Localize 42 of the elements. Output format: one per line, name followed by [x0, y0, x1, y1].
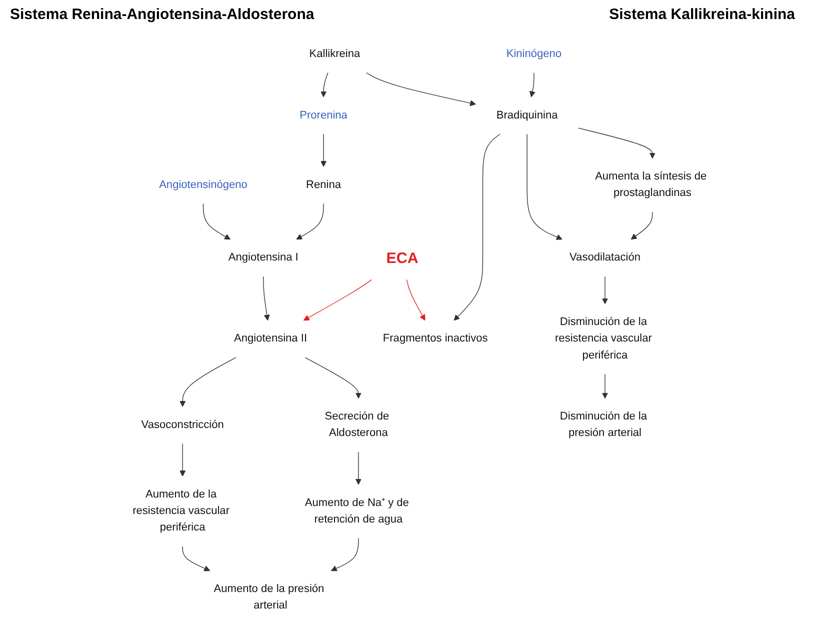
column-heading: Sistema Renina-Angiotensina-Aldosterona [10, 6, 314, 25]
arrow [602, 276, 608, 304]
node-text: Aumento de la resistencia vascular periférica [132, 488, 230, 534]
arrow [202, 203, 231, 240]
node-text: Disminución de la presión arterial [560, 410, 648, 439]
node-text: Angiotensina II [234, 332, 308, 344]
arrow [578, 128, 656, 159]
node-text: Angiotensina I [228, 252, 298, 264]
node-text: Kallikreina [309, 48, 360, 60]
arrow [304, 357, 362, 399]
arrow [630, 212, 653, 240]
arrow [303, 279, 372, 321]
arrow [454, 134, 501, 321]
arrow [182, 546, 210, 572]
node-text: Secreción de Aldosterona [324, 410, 390, 439]
node-text: Renina [306, 178, 342, 191]
arrow [296, 203, 324, 240]
arrow [406, 279, 426, 321]
arrow [602, 374, 608, 399]
arrow [180, 443, 186, 476]
node-text: Aumenta la síntesis de prostaglandinas [595, 170, 707, 199]
arrow [320, 134, 327, 167]
node-text: Bradiquinina [496, 109, 558, 122]
arrow [320, 72, 328, 98]
arrow [263, 276, 270, 321]
node-text: Disminución de la resistencia vascular periférica [555, 316, 652, 362]
arrow [526, 134, 562, 240]
node-text: Aumento de la presión arterial [214, 583, 324, 612]
node-text: ECA [386, 249, 418, 267]
arrow [366, 72, 476, 106]
node-text: Fragmentos inactivos [382, 332, 488, 344]
arrow [180, 357, 236, 407]
node-text: Aumento de Na⁺ y de retención de agua [304, 496, 409, 526]
node-text: Angiotensinógeno [159, 178, 248, 191]
node-text: Prorenina [300, 109, 348, 122]
arrow [330, 538, 359, 572]
node-text: Vasodilatación [570, 252, 640, 264]
node-text: Kininógeno [506, 48, 562, 60]
column-heading: Sistema Kallikreina-kinina [609, 6, 795, 25]
arrow [529, 72, 536, 98]
arrow [355, 452, 362, 485]
node-text: Vasoconstricción [141, 418, 224, 431]
